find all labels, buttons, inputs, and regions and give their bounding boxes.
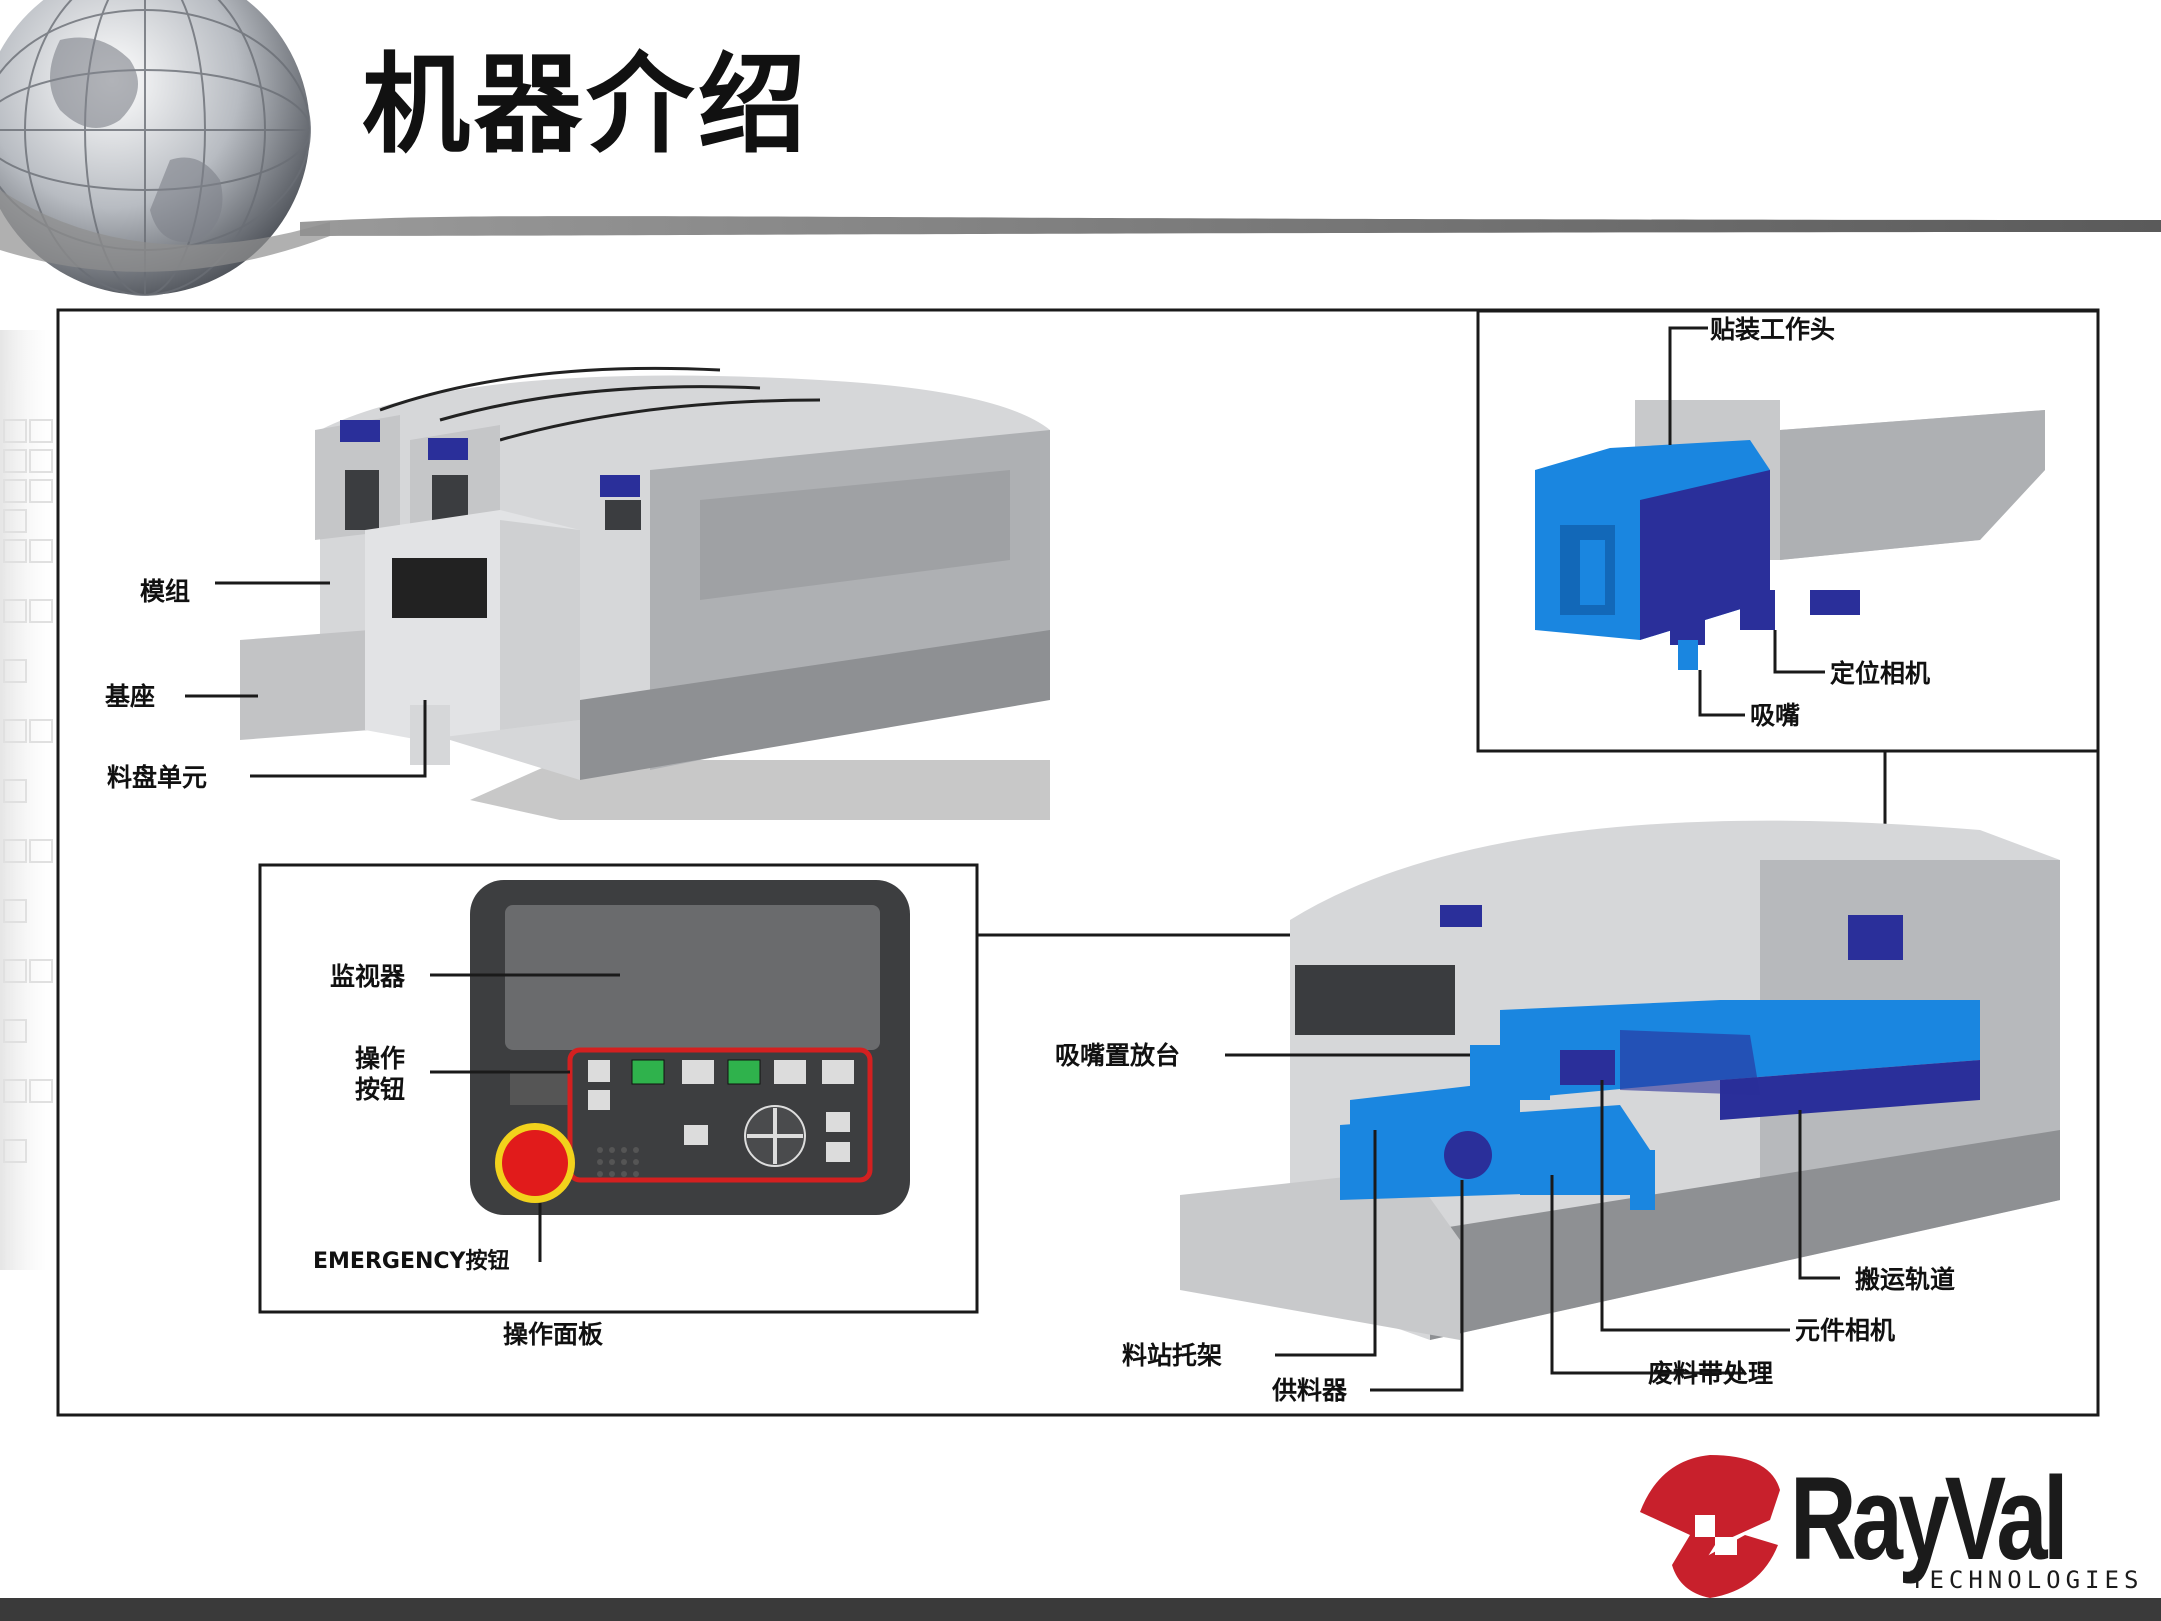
label-emergency-button: EMERGENCY按钮 [313, 1251, 509, 1273]
label-operation-buttons-line1: 操作 [355, 1046, 405, 1071]
label-operation-panel: 操作面板 [503, 1322, 603, 1347]
left-grid-decoration [0, 330, 60, 1270]
label-operation-buttons-line2: 按钮 [355, 1077, 405, 1102]
bottom-bar [0, 1598, 2161, 1621]
label-nozzle-station: 吸嘴置放台 [1055, 1043, 1180, 1068]
slide-title: 机器介绍 [362, 52, 810, 160]
label-nozzle: 吸嘴 [1750, 703, 1800, 728]
label-monitor: 监视器 [330, 964, 405, 989]
brand-subtitle: TECHNOLOGIES [1910, 1568, 2143, 1592]
label-module: 模组 [140, 579, 190, 604]
label-transport-rail: 搬运轨道 [1855, 1267, 1955, 1292]
label-positioning-camera: 定位相机 [1830, 661, 1930, 686]
label-base: 基座 [105, 684, 155, 709]
brand-name: RayVal [1790, 1460, 2064, 1578]
operation-panel-illustration [470, 880, 910, 1215]
label-waste-tape: 废料带处理 [1648, 1361, 1773, 1386]
label-tray-unit: 料盘单元 [107, 765, 207, 790]
header-rule [300, 216, 2161, 236]
label-mount-head: 贴装工作头 [1710, 317, 1835, 342]
label-feeder: 供料器 [1272, 1378, 1347, 1403]
label-parts-camera: 元件相机 [1795, 1318, 1895, 1343]
brand-logo: RayVal TECHNOLOGIES [1630, 1450, 2150, 1610]
label-feeder-bank: 料站托架 [1122, 1343, 1222, 1368]
